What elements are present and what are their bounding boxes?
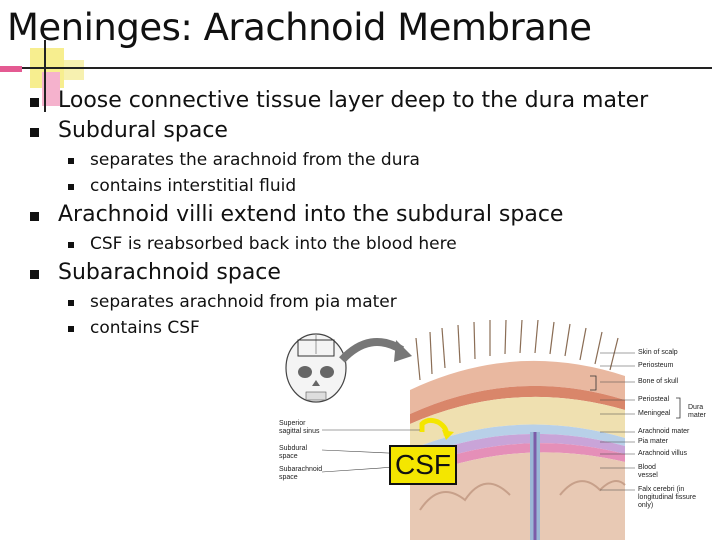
label-skin-of-scalp: Skin of scalp	[638, 349, 678, 356]
csf-callout: CSF	[389, 445, 457, 485]
label-periosteum: Periosteum	[638, 362, 674, 369]
decor-square-pink	[42, 72, 60, 106]
decor-square-yellow-small	[64, 60, 84, 80]
sub-bullet-marker	[68, 300, 74, 306]
sub-bullet-interstitial: contains interstitial fluid	[90, 176, 297, 196]
meninges-figure	[285, 320, 681, 540]
bullet-arachnoid-villi: Arachnoid villi extend into the subdural…	[58, 202, 564, 227]
bullet-marker	[30, 212, 39, 221]
label-subarachnoid-space: Subarachnoid space	[279, 466, 323, 481]
sub-bullet-contains-csf: contains CSF	[90, 318, 200, 338]
label-periosteal: Periosteal	[638, 396, 670, 403]
sub-bullet-marker	[68, 326, 74, 332]
label-subdural-space: Subdural space	[279, 445, 308, 460]
label-meningeal: Meningeal	[638, 410, 671, 417]
bullet-subarachnoid-space: Subarachnoid space	[58, 260, 281, 285]
bullet-marker	[30, 128, 39, 137]
label-blood-vessel: Blood vessel	[638, 464, 658, 479]
label-arachnoid-mater: Arachnoid mater	[638, 428, 690, 435]
label-arachnoid-villus: Arachnoid villus	[638, 450, 688, 457]
pointer-arrow	[339, 338, 405, 363]
bullet-subdural-space: Subdural space	[58, 118, 228, 143]
sub-bullet-separates-pia: separates arachnoid from pia mater	[90, 292, 397, 312]
sub-bullet-marker	[68, 184, 74, 190]
label-bone-of-skull: Bone of skull	[638, 378, 679, 385]
sub-bullet-marker	[68, 242, 74, 248]
sub-bullet-separates-dura: separates the arachnoid from the dura	[90, 150, 420, 170]
bullet-marker	[30, 98, 39, 107]
sub-bullet-csf-reabsorbed: CSF is reabsorbed back into the blood he…	[90, 234, 457, 254]
decor-hline	[22, 67, 712, 69]
bullet-dura-layer: Loose connective tissue layer deep to th…	[58, 88, 649, 113]
label-pia-mater: Pia mater	[638, 438, 668, 445]
decor-bar-red	[0, 66, 22, 72]
sub-bullet-marker	[68, 158, 74, 164]
skull-icon	[285, 333, 347, 403]
label-dura-mater: Dura mater	[688, 404, 706, 419]
slide-title: Meninges: Arachnoid Membrane	[7, 6, 592, 49]
label-falx-cerebri: Falx cerebri (in longitudinal fissure on…	[638, 486, 696, 509]
bullet-marker	[30, 270, 39, 279]
decor-vline	[44, 40, 46, 112]
label-superior-sagittal-sinus: Superior sagittal sinus	[279, 420, 320, 435]
